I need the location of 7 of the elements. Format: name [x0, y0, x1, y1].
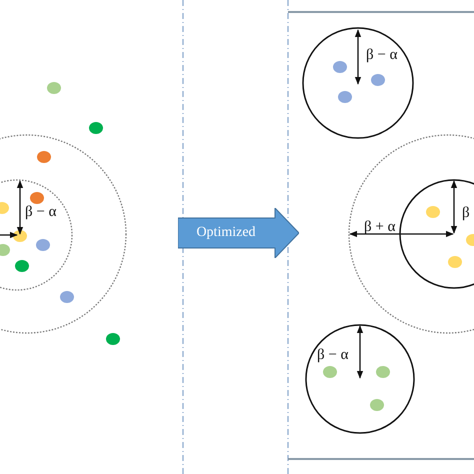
dimension-label: β − α: [317, 348, 348, 363]
dimension-label: β − α: [366, 48, 398, 63]
dimension-label: β − α: [25, 205, 56, 220]
block-arrow: [178, 208, 299, 258]
dimension-label: β: [462, 206, 470, 221]
dimension-label: β + α: [364, 220, 396, 235]
arrow-label: Optimized: [196, 225, 256, 241]
